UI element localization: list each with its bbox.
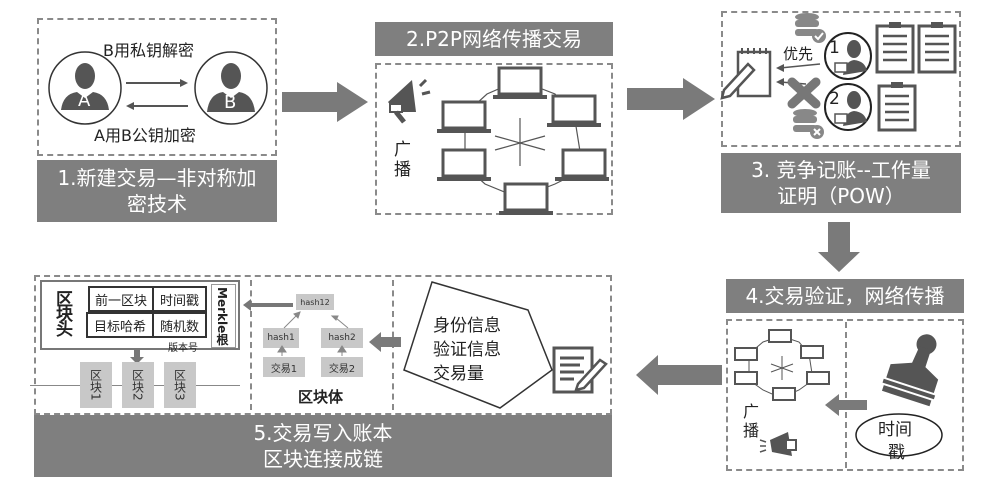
step3-panel: [721, 11, 961, 147]
block-body-divider-left: [250, 280, 252, 410]
step5-title-line2: 区块连接成链: [263, 447, 383, 471]
transaction-box-2: 交易2: [321, 357, 363, 377]
encrypt-label: A用B公钥加密: [94, 126, 196, 145]
megaphone-icon: [388, 78, 431, 124]
notepad-pencil-icon: [720, 48, 772, 100]
laptop-icon: [441, 66, 607, 212]
step5-panel: [34, 275, 612, 415]
body-input-arrow: [369, 332, 401, 352]
info-line-verification: 验证信息: [433, 340, 501, 360]
header-version: 版本号: [168, 343, 198, 354]
left-arrow-icon: [126, 102, 188, 110]
block-body-label: 区块体: [298, 388, 344, 406]
broadcast-label-1: 广: [394, 140, 411, 160]
document-edit-icon: [552, 346, 608, 394]
miner-1-icon: [824, 32, 872, 80]
right-arrow-icon: [126, 79, 188, 87]
priority-arrow-icon: [776, 63, 821, 72]
step4-title: 4.交易验证，网络传播: [745, 284, 945, 308]
flow-arrow-2-3: [627, 78, 715, 120]
step4-banner: 4.交易验证，网络传播: [726, 279, 964, 313]
block-header-label: 区块头: [52, 290, 72, 335]
miner-2-icon: [824, 83, 872, 131]
miner-2-number: 2: [829, 89, 840, 109]
body-to-header-arrow: [243, 299, 293, 311]
user-b-avatar: [194, 51, 268, 125]
header-cell-prev-block: 前一区块: [88, 286, 154, 312]
step1-title-line2: 密技术: [127, 192, 187, 216]
chain-block-3: 区块3: [164, 362, 196, 408]
transaction-box-1: 交易1: [263, 357, 305, 377]
user-b-letter: B: [224, 92, 237, 113]
priority-label: 优先: [783, 45, 814, 63]
database-check-icon: [795, 13, 826, 43]
root-hash-box: hash12: [296, 294, 334, 310]
step1-banner: 1.新建交易—非对称加 密技术: [37, 160, 277, 222]
step1-title-line1: 1.新建交易—非对称加: [57, 166, 257, 190]
timestamp-ellipse: [855, 413, 943, 457]
internal-arrow-icon: [825, 394, 867, 416]
step1-panel: [37, 18, 277, 156]
info-line-identity: 身份信息: [433, 316, 501, 336]
hash-box-1: hash1: [263, 328, 299, 348]
user-a-avatar: [48, 51, 122, 125]
stamp-icon: [881, 334, 939, 407]
step2-banner: 2.P2P网络传播交易: [375, 22, 613, 56]
header-cell-target-hash: 目标哈希: [86, 312, 154, 338]
p2p-network-diagram: [437, 66, 609, 215]
clipboard-icon: [875, 24, 957, 132]
decrypt-label: B用私钥解密: [103, 41, 194, 60]
merkle-root-box: [211, 284, 236, 348]
timestamp-label-line2: 戳: [888, 443, 905, 463]
timestamp-label-line1: 时间: [878, 420, 912, 440]
broadcast-label-2: 播: [743, 421, 760, 440]
user-a-letter: A: [78, 90, 91, 111]
info-line-volume: 交易量: [433, 364, 484, 384]
step5-title-line1: 5.交易写入账本: [253, 421, 393, 445]
header-down-arrow: [130, 350, 144, 364]
step2-title: 2.P2P网络传播交易: [406, 27, 582, 51]
flow-arrow-3-4: [818, 222, 860, 272]
p2p-network-small: [734, 329, 830, 401]
clipboard-icons: [875, 22, 957, 132]
chain-block-1: 区块1: [80, 362, 112, 408]
broadcast-label-2: 播: [394, 160, 411, 180]
step3-banner: 3. 竞争记账--工作量 证明（POW）: [721, 153, 961, 213]
database-x-icon: [793, 109, 824, 139]
info-pentagon: [403, 281, 553, 409]
broadcast-label-1: 广: [743, 402, 760, 421]
flow-arrow-1-2: [282, 82, 368, 122]
step3-title-line1: 3. 竞争记账--工作量: [751, 158, 931, 182]
hash-box-2: hash2: [321, 328, 363, 348]
merkle-root-label: Merkle根: [215, 287, 229, 346]
chain-block-2: 区块2: [122, 362, 154, 408]
step2-panel: [375, 63, 613, 215]
flow-arrow-4-5: [636, 355, 722, 395]
header-cell-nonce: 随机数: [152, 312, 207, 338]
merkle-tree-arrows: [277, 311, 349, 356]
header-cell-timestamp: 时间戳: [152, 286, 207, 312]
step3-title-line2: 证明（POW）: [777, 184, 905, 208]
step4-divider: [845, 322, 847, 468]
step4-panel: [726, 319, 964, 471]
step5-banner: 5.交易写入账本 区块连接成链: [34, 415, 612, 477]
megaphone-icon: [759, 432, 797, 456]
reject-x-icon: [787, 77, 821, 109]
miner-1-number: 1: [829, 38, 840, 58]
